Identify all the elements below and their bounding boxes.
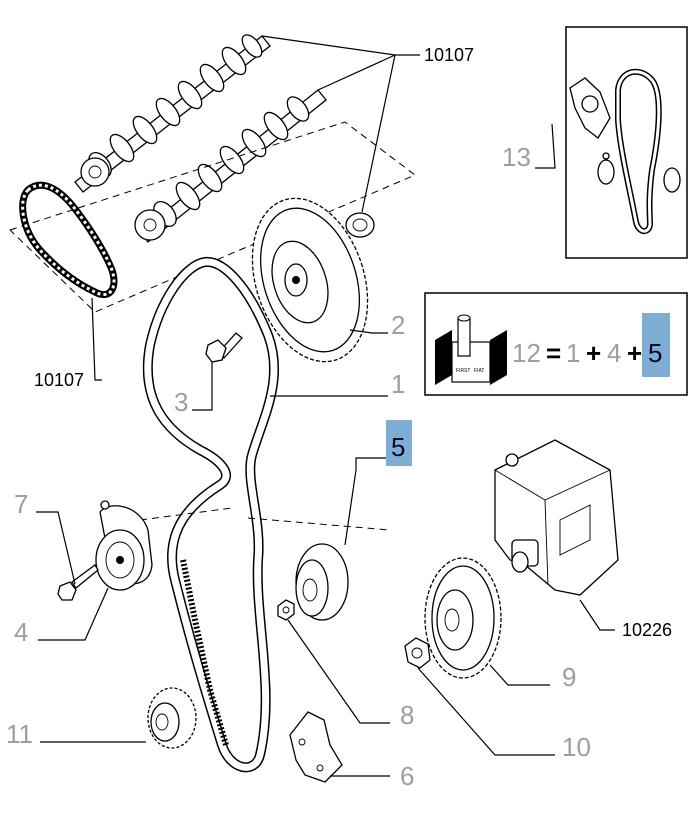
crankshaft-gear[interactable]	[147, 687, 197, 749]
kit-stamp-fiat: FIAT	[474, 368, 484, 374]
camshaft-lower[interactable]	[134, 89, 327, 243]
shaft-seal[interactable]	[345, 212, 375, 238]
label-13: 13	[502, 142, 531, 172]
belt-guide-bracket[interactable]	[289, 711, 343, 783]
label-10: 10	[562, 732, 591, 762]
label-1: 1	[391, 369, 405, 399]
formula-b: 4	[607, 338, 621, 368]
inset-box-kit	[565, 26, 688, 259]
kit-box-icon: FIRST FIAT	[435, 314, 507, 385]
tensioner-screw[interactable]	[57, 564, 99, 601]
formula-c: 5	[648, 338, 662, 368]
label-10107-top: 10107	[424, 45, 474, 65]
label-6: 6	[400, 761, 414, 791]
formula-plus-1: +	[586, 338, 601, 368]
camshaft-upper[interactable]	[74, 31, 271, 193]
formula-plus-2: +	[627, 338, 642, 368]
label-5-highlight	[386, 420, 412, 466]
high-pressure-pump[interactable]	[494, 439, 619, 596]
pump-nut[interactable]	[404, 637, 431, 669]
label-11: 11	[6, 719, 33, 749]
label-8: 8	[400, 700, 414, 730]
label-7: 7	[14, 489, 28, 519]
inset-belt-kit[interactable]	[569, 68, 681, 235]
label-3: 3	[174, 387, 188, 417]
label-2: 2	[391, 310, 405, 340]
kit-stamp-first: FIRST	[456, 368, 470, 374]
formula-a: 1	[566, 338, 580, 368]
phantom-outline	[9, 121, 416, 313]
label-10107-bottom: 10107	[34, 370, 84, 390]
idler-roller[interactable]	[295, 543, 349, 621]
camshaft-pulley[interactable]	[233, 183, 388, 376]
label-10226: 10226	[622, 620, 672, 640]
timing-chain[interactable]	[19, 181, 118, 298]
leader-lines	[36, 35, 615, 777]
label-9: 9	[562, 662, 576, 692]
phantom-line-1	[139, 507, 233, 521]
label-4: 4	[14, 617, 28, 647]
bolt[interactable]	[205, 332, 243, 363]
pump-gear[interactable]	[424, 557, 502, 679]
label-5: 5	[391, 432, 405, 462]
roller-nut[interactable]	[277, 599, 295, 621]
formula-equals: =	[546, 338, 561, 368]
phantom-line-2	[247, 517, 391, 531]
timing-belt[interactable]	[142, 256, 280, 773]
formula-highlight	[642, 313, 670, 377]
formula-total: 12	[512, 338, 541, 368]
belt-tensioner[interactable]	[95, 500, 153, 591]
